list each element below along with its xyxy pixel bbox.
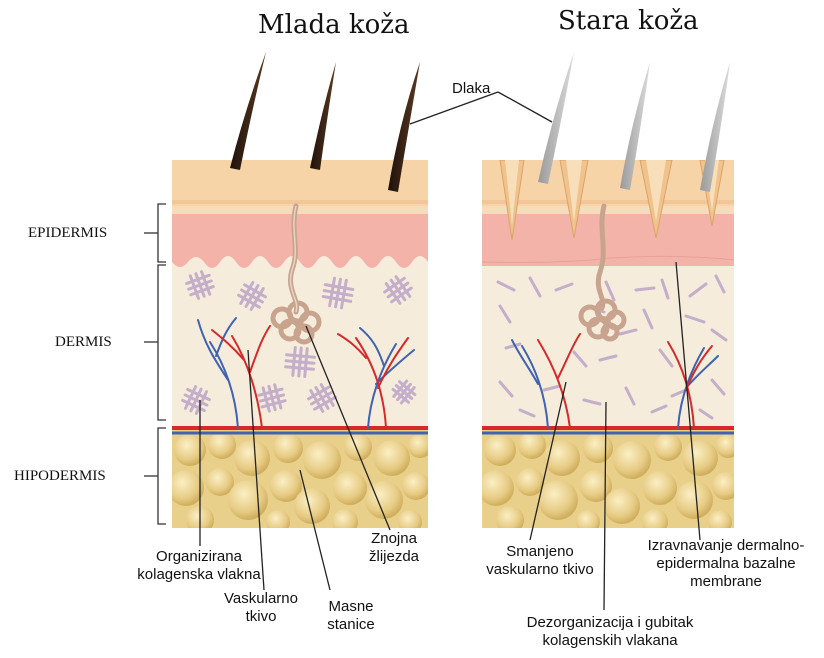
organized-collagen-line1: Organizirana [124,548,274,566]
dermis-label: DERMIS [55,334,112,351]
fat-cells-line1: Masne [306,598,396,616]
collagen-loss-line1: Dezorganizacija i gubitak [510,614,710,632]
sweat-gland-label: Znojna žlijezda [350,530,438,566]
fat-cells-label: Masne stanice [306,598,396,634]
vascular-tissue-line2: tkivo [206,608,316,626]
epidermis-label: EPIDERMIS [28,225,107,242]
membrane-flattening-line1: Izravnavanje dermalno- [628,537,824,555]
vascular-tissue-line1: Vaskularno [206,590,316,608]
fat-cells-line2: stanice [306,616,396,634]
young-skin-title: Mlada koža [258,10,409,40]
reduced-vascular-line1: Smanjeno [470,543,610,561]
old-skin-block [478,160,740,535]
collagen-loss-line2: kolagenskih vlakana [510,632,710,650]
layer-brackets [144,204,166,524]
membrane-flattening-label: Izravnavanje dermalno- epidermalna bazal… [628,537,824,591]
membrane-flattening-line3: membrane [628,573,824,591]
organized-collagen-line2: kolagenska vlakna [124,566,274,584]
young-skin-block [168,160,432,535]
vascular-tissue-label: Vaskularno tkivo [206,590,316,626]
hypodermis-label: HIPODERMIS [14,468,106,485]
collagen-loss-label: Dezorganizacija i gubitak kolagenskih vl… [510,614,710,650]
sweat-gland-line1: Znojna [350,530,438,548]
reduced-vascular-line2: vaskularno tkivo [470,561,610,579]
sweat-gland-line2: žlijezda [350,548,438,566]
organized-collagen-label: Organizirana kolagenska vlakna [124,548,274,584]
hair-label: Dlaka [452,80,490,98]
old-skin-title: Stara koža [558,6,699,36]
reduced-vascular-label: Smanjeno vaskularno tkivo [470,543,610,579]
membrane-flattening-line2: epidermalna bazalne [628,555,824,573]
